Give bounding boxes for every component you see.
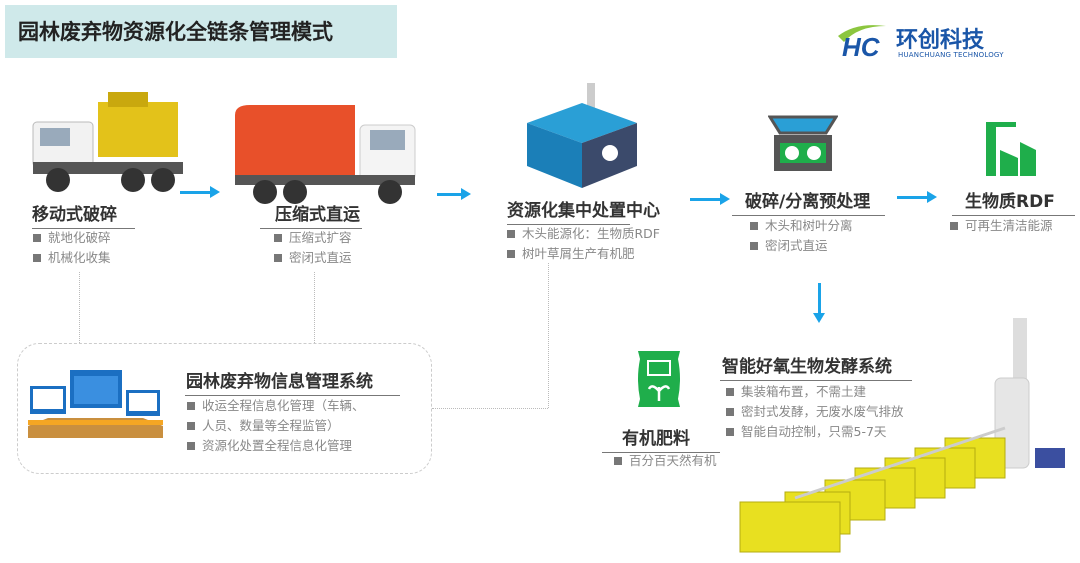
bullet: 资源化处置全程信息化管理 — [187, 436, 365, 456]
flow-arrow-down — [813, 283, 825, 323]
bullet: 木头和树叶分离 — [750, 216, 853, 236]
page-title: 园林废弃物资源化全链条管理模式 — [5, 5, 397, 58]
flow-arrow-right — [690, 193, 730, 205]
fertilizer-title: 有机肥料 — [602, 424, 720, 453]
fermentation-containers-icon — [739, 318, 1065, 553]
flow-arrow-right — [180, 186, 220, 198]
bullet: 就地化破碎 — [33, 228, 111, 248]
step-bullets: 木头能源化：生物质RDF 树叶草屑生产有机肥 — [507, 224, 660, 264]
bullet: 木头能源化：生物质RDF — [507, 224, 660, 244]
bullet: 人员、数量等全程监管） — [187, 416, 365, 436]
rdf-plant-icon — [986, 122, 1036, 176]
step-title: 破碎/分离预处理 — [732, 187, 885, 216]
step-bullets: 就地化破碎 机械化收集 — [33, 228, 111, 268]
connector-line — [548, 263, 549, 408]
connector-line — [314, 272, 315, 343]
connector-line — [79, 272, 80, 343]
bullet: 集装箱布置，不需土建 — [726, 382, 904, 402]
fermentation-title: 智能好氧生物发酵系统 — [720, 352, 912, 381]
bullet: 密封式发酵，无废水废气排放 — [726, 402, 904, 422]
bullet: 密闭式直运 — [274, 248, 352, 268]
step-title: 生物质RDF — [952, 187, 1075, 216]
bullet: 百分百天然有机 — [614, 451, 717, 471]
crusher-machine-icon — [768, 115, 838, 171]
monitoring-console-icon — [28, 370, 163, 438]
fertilizer-bag-icon — [638, 351, 680, 407]
step-bullets: 可再生清洁能源 — [950, 216, 1053, 236]
fertilizer-bullets: 百分百天然有机 — [614, 451, 717, 471]
bullet: 密闭式直运 — [750, 236, 853, 256]
bullet: 可再生清洁能源 — [950, 216, 1053, 236]
mobile-crusher-truck-icon — [32, 92, 183, 192]
step-bullets: 压缩式扩容 密闭式直运 — [274, 228, 352, 268]
bullet: 压缩式扩容 — [274, 228, 352, 248]
bullet: 树叶草屑生产有机肥 — [507, 244, 660, 264]
info-system-panel — [17, 343, 432, 474]
hc-logo-mark-icon: HC — [838, 25, 886, 60]
logo: HC 环创科技 HUANCHUANG TECHNOLOGY — [836, 20, 1006, 64]
step-title: 移动式破碎 — [32, 200, 135, 229]
info-system-bullets: 收运全程信息化管理（车辆、 人员、数量等全程监管） 资源化处置全程信息化管理 — [187, 396, 365, 456]
fermentation-bullets: 集装箱布置，不需土建 密封式发酵，无废水废气排放 智能自动控制，只需5-7天 — [726, 382, 904, 442]
flow-arrow-right — [437, 188, 471, 200]
step-title: 压缩式直运 — [260, 200, 362, 229]
factory-icon — [527, 83, 637, 188]
svg-text:HC: HC — [842, 32, 881, 60]
bullet: 机械化收集 — [33, 248, 111, 268]
step-title: 资源化集中处置中心 — [507, 196, 660, 225]
bullet: 智能自动控制，只需5-7天 — [726, 422, 904, 442]
bullet: 收运全程信息化管理（车辆、 — [187, 396, 365, 416]
connector-line — [432, 408, 548, 409]
compression-garbage-truck-icon — [235, 105, 416, 204]
info-system-title: 园林废弃物信息管理系统 — [185, 367, 400, 396]
step-bullets: 木头和树叶分离 密闭式直运 — [750, 216, 853, 256]
flow-arrow-right — [897, 191, 937, 203]
